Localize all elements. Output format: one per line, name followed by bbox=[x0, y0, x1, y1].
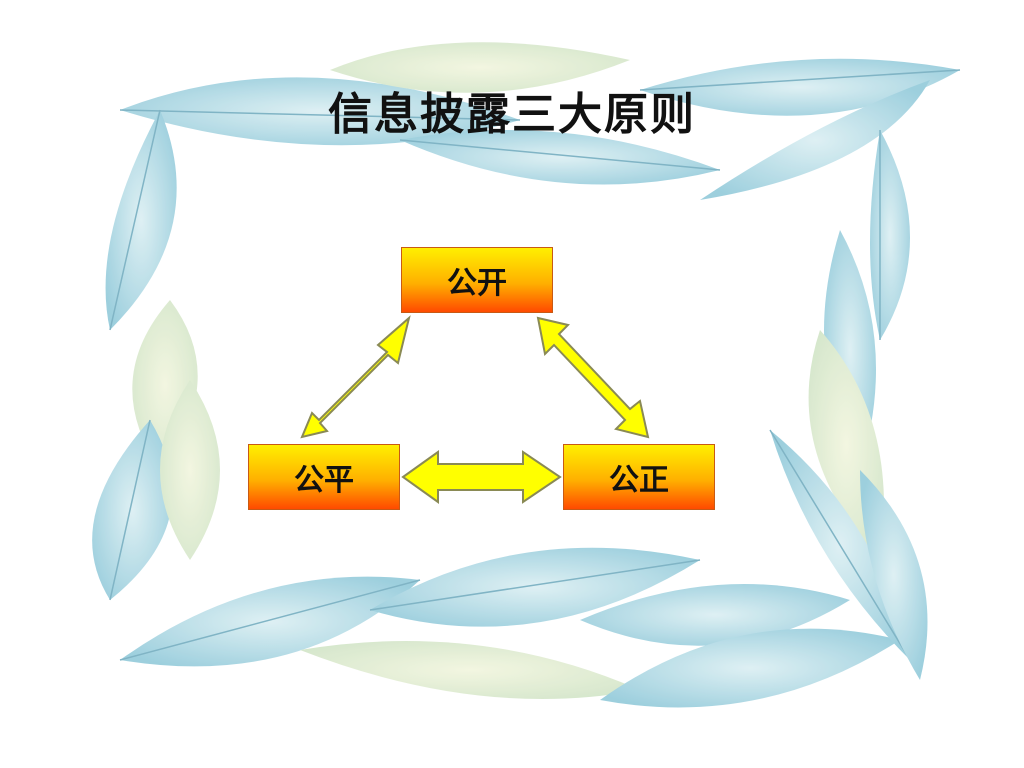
double-arrow-top-right bbox=[536, 316, 650, 439]
node-gongzheng: 公正 bbox=[563, 444, 715, 510]
double-arrow-left-right bbox=[401, 450, 562, 504]
double-arrow-top-left bbox=[300, 315, 411, 439]
node-gongkai: 公开 bbox=[401, 247, 553, 313]
node-gongping: 公平 bbox=[248, 444, 400, 510]
page-title: 信息披露三大原则 bbox=[328, 89, 696, 140]
